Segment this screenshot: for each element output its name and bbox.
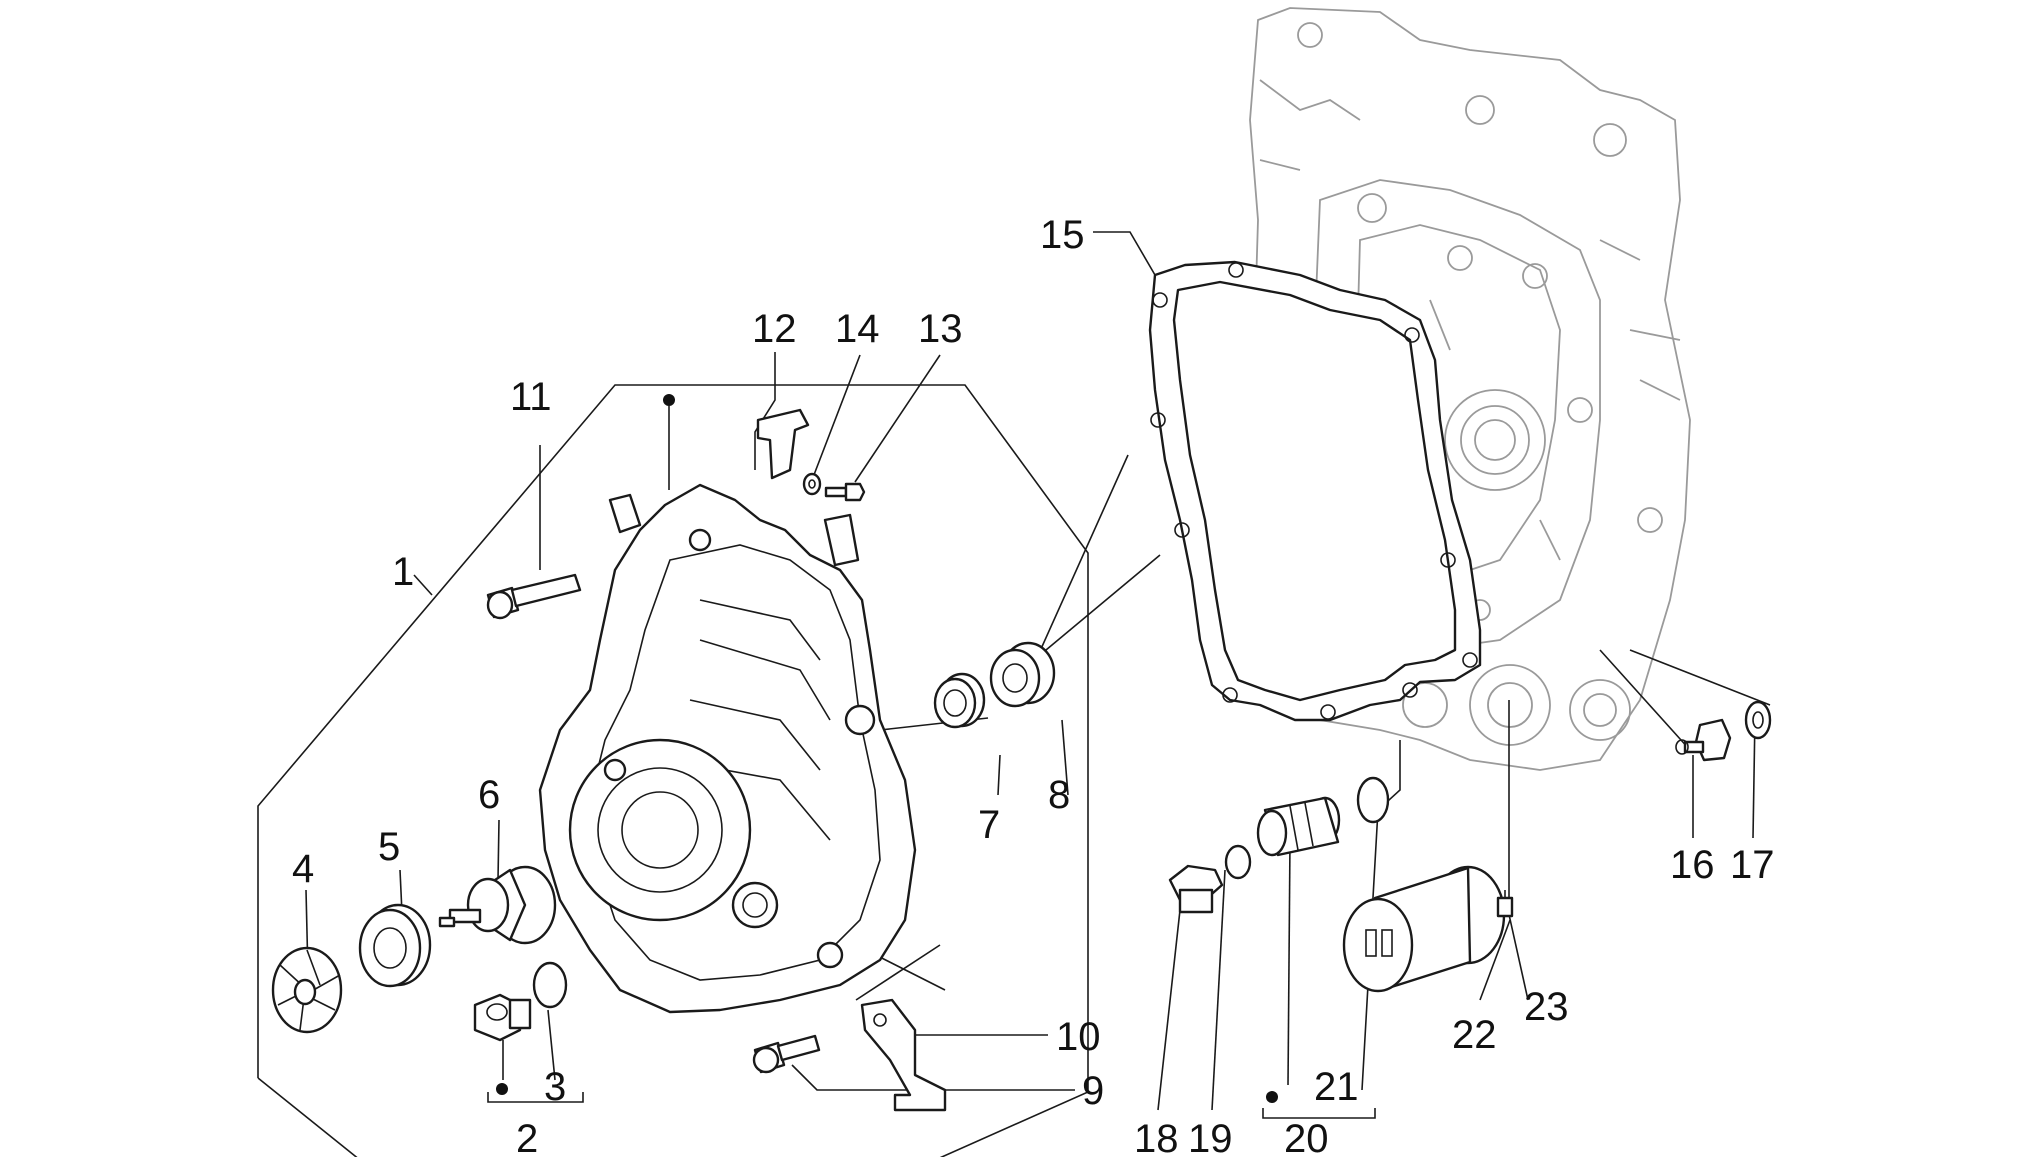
callout-23: 23: [1524, 985, 1569, 1029]
callout-8: 8: [1048, 773, 1070, 817]
kit-marker-dot-20: [1266, 1091, 1278, 1103]
callout-7: 7: [978, 803, 1000, 847]
callout-12: 12: [752, 307, 797, 351]
part-23-stud: [1496, 890, 1514, 918]
callout-10: 10: [1056, 1015, 1101, 1059]
cover-assembly-boundary: [257, 384, 1376, 1157]
part-11-bolt: [486, 573, 582, 620]
part-20-filter-insert: [1256, 796, 1341, 857]
callout-2: 2: [516, 1117, 538, 1157]
callout-17: 17: [1730, 843, 1775, 887]
callout-4: 4: [292, 847, 314, 891]
part-16-sensor: [1675, 718, 1732, 762]
part-6-pump-shaft: [438, 865, 557, 945]
callout-9: 9: [1082, 1069, 1104, 1113]
callout-19: 19: [1188, 1117, 1233, 1157]
part-22-oil-filter: [1342, 865, 1506, 993]
part-5-seal: [358, 903, 432, 988]
callout-5: 5: [378, 825, 400, 869]
part-8-bearing: [989, 641, 1056, 708]
callout-11: 11: [510, 375, 552, 419]
part-19-o-ring: [1224, 844, 1252, 880]
part-9-bolt: [752, 1034, 821, 1074]
part-12-bracket: [756, 408, 810, 480]
callout-15: 15: [1040, 213, 1085, 257]
callout-18: 18: [1134, 1117, 1179, 1157]
part-10-bracket: [860, 998, 947, 1112]
callout-20: 20: [1284, 1117, 1329, 1157]
part-4-impeller: [271, 946, 343, 1034]
part-3-o-ring: [532, 961, 568, 1009]
callout-1: 1: [392, 550, 414, 594]
engine-side-cover: [538, 483, 917, 1014]
callout-6: 6: [478, 773, 500, 817]
part-18-plug: [1168, 864, 1224, 914]
callout-14: 14: [835, 307, 880, 351]
callout-22: 22: [1452, 1013, 1497, 1057]
part-14-washer: [802, 472, 822, 496]
part-17-washer: [1744, 700, 1772, 740]
part-21-o-ring: [1356, 776, 1390, 824]
callout-16: 16: [1670, 843, 1715, 887]
callout-13: 13: [918, 307, 963, 351]
kit-marker-dot-2: [496, 1083, 508, 1095]
part-7-oil-seal: [933, 672, 986, 729]
part-2-drain-plug: [473, 993, 532, 1042]
part-13-screw: [824, 482, 866, 502]
callout-21: 21: [1314, 1065, 1359, 1109]
assembly-marker-dot: [663, 394, 675, 406]
callout-3: 3: [544, 1065, 566, 1109]
part-15-gasket: [1148, 260, 1482, 722]
callout-labels: 1 2 3 4 5 6 7 8 9 10 11 12 13 14 15 16 1…: [292, 213, 1775, 1157]
